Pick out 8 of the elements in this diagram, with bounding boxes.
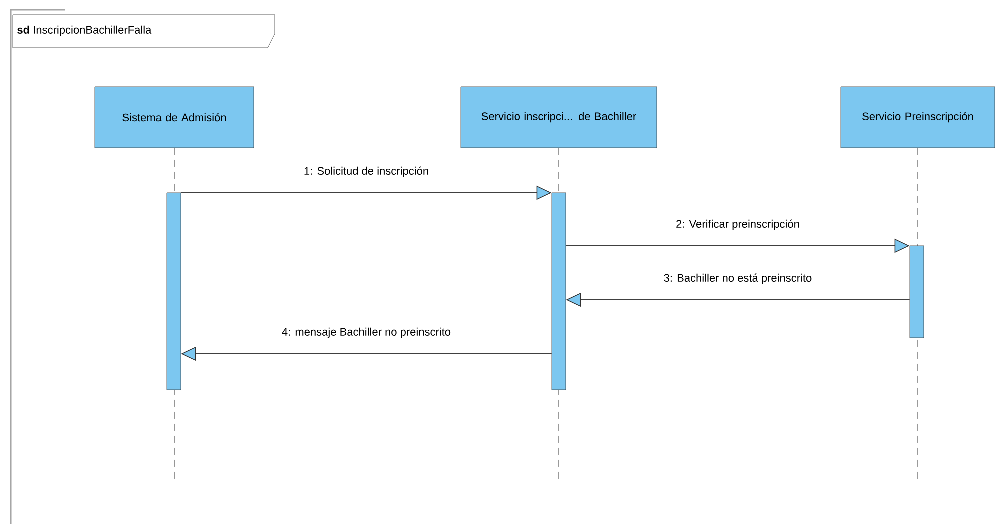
diagram-title: sd InscripcionBachillerFalla <box>18 26 152 36</box>
message-label: 3: Bachiller no está preinscrito <box>664 274 812 284</box>
message-label: 1: Solicitud de inscripción <box>304 166 428 178</box>
lifeline-head: Servicio inscripci... de Bachiller <box>460 86 658 148</box>
lifeline-head: Servicio Preinscripción <box>840 86 996 148</box>
message-label: 2: Verificar preinscripción <box>676 220 800 230</box>
message-label: 4: mensaje Bachiller no preinscrito <box>282 328 451 338</box>
lifeline-head: Sistema de Admisión <box>94 86 254 148</box>
